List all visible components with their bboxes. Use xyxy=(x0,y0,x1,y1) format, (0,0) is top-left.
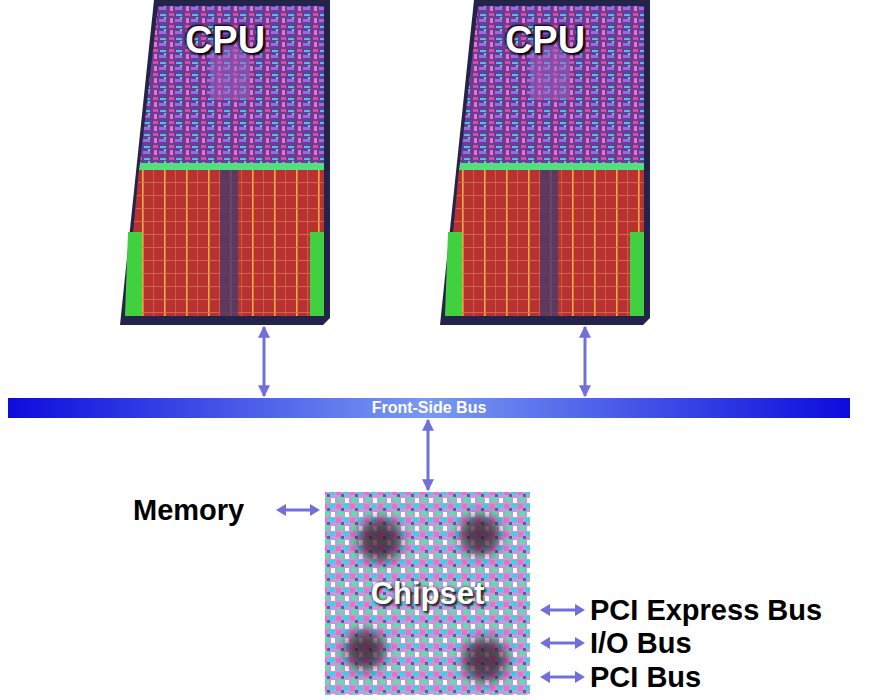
node-label: CPU xyxy=(505,18,585,62)
bus-connector xyxy=(584,327,587,396)
cpu-chip: CPU xyxy=(120,0,330,325)
node-label: Front-Side Bus xyxy=(372,398,487,418)
bus-connector xyxy=(427,420,430,490)
bus-connector xyxy=(263,327,266,396)
bus-band: Front-Side Bus xyxy=(8,398,850,418)
bus-label: Memory xyxy=(133,493,244,527)
chipset-chip: Chipset xyxy=(325,492,530,695)
bus-label: I/O Bus xyxy=(590,626,692,660)
bus-label: PCI Bus xyxy=(590,660,701,694)
node-label: CPU xyxy=(185,18,265,62)
node-label: Chipset xyxy=(371,576,485,612)
cpu-chip: CPU xyxy=(440,0,650,325)
bus-label: PCI Express Bus xyxy=(590,593,822,627)
